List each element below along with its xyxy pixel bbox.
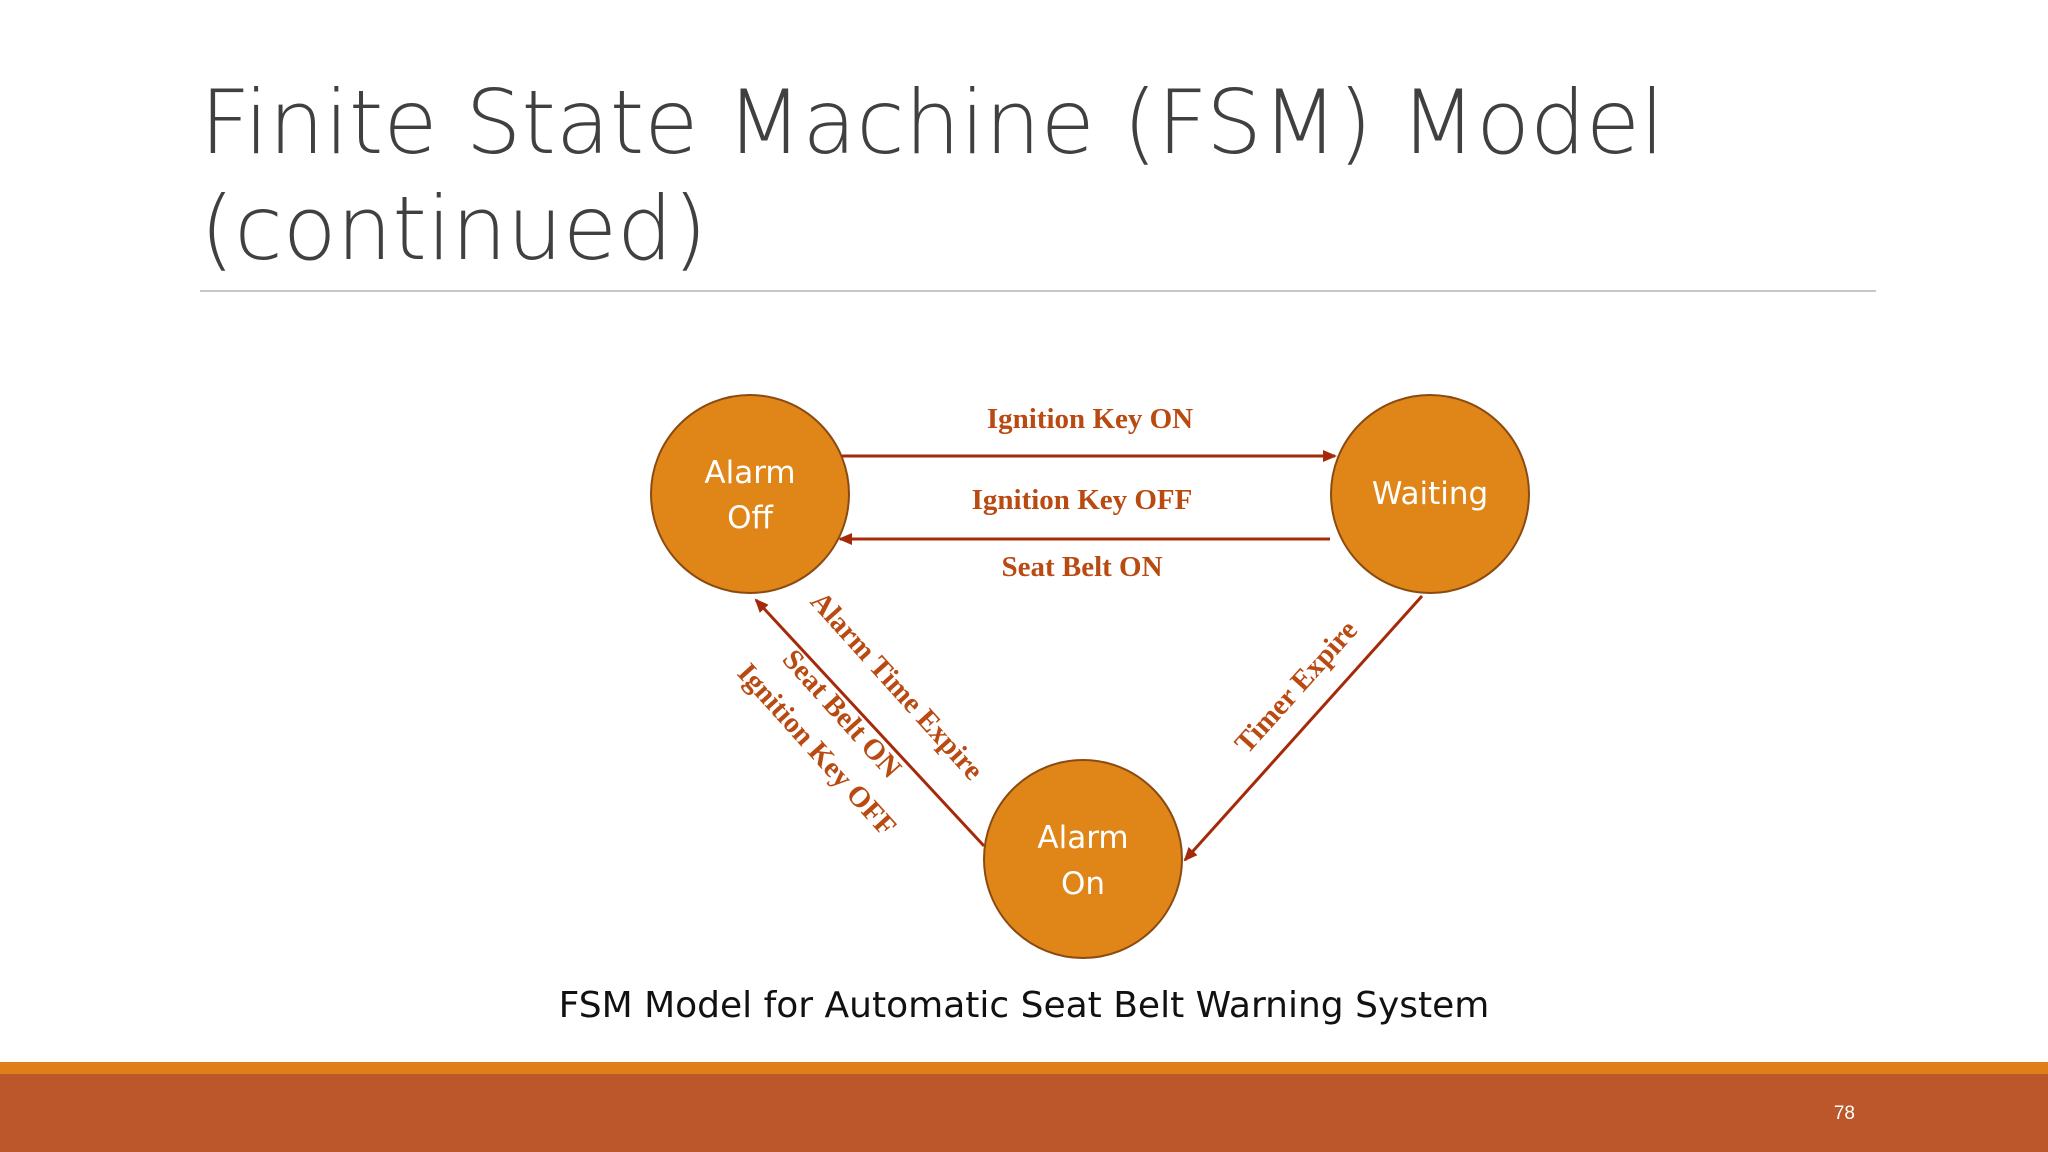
slide-title-line-2: (continued) <box>200 177 708 280</box>
page-number: 78 <box>1833 1103 1855 1124</box>
state-alarm-off-label-1: Alarm <box>704 455 795 491</box>
slide-title-line-1: Finite State Machine (FSM) Model <box>200 71 1665 174</box>
state-alarm-on-label-2: On <box>1061 866 1105 902</box>
footer-accent-stripe <box>0 1062 2048 1074</box>
edge-alarm-on-to-off <box>754 598 986 848</box>
state-alarm-on-label-1: Alarm <box>1037 820 1128 856</box>
slide-title: Finite State Machine (FSM) Model (contin… <box>200 70 1900 282</box>
title-divider <box>200 290 1876 292</box>
state-waiting: Waiting <box>1330 394 1530 594</box>
diagram-caption: FSM Model for Automatic Seat Belt Warnin… <box>558 985 1490 1026</box>
state-waiting-label: Waiting <box>1372 476 1488 512</box>
edge-label-ignition-key-on: Ignition Key ON <box>987 403 1193 435</box>
edge-waiting-to-alarm-on <box>1183 594 1424 862</box>
state-alarm-off-label-2: Off <box>727 500 773 536</box>
fsm-diagram: Ignition Key ON Ignition Key OFF Seat Be… <box>650 394 1530 959</box>
footer-band <box>0 1074 2048 1152</box>
state-alarm-off: Alarm Off <box>650 394 850 594</box>
edge-label-seat-belt-on: Seat Belt ON <box>1001 551 1162 583</box>
edge-label-ignition-key-off: Ignition Key OFF <box>972 484 1193 516</box>
state-alarm-on: Alarm On <box>983 759 1183 959</box>
